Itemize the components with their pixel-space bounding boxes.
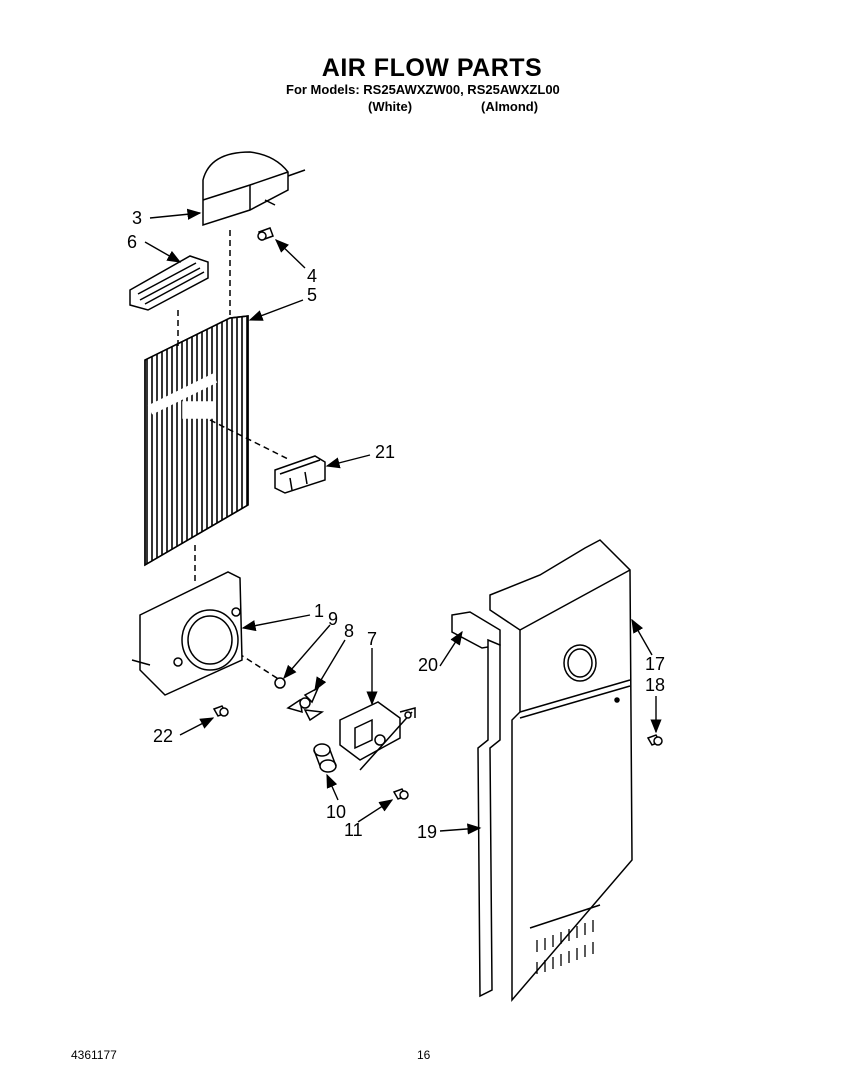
callout-10: 10 <box>326 802 346 822</box>
callout-6: 6 <box>127 232 137 252</box>
part-6-grille <box>129 255 209 311</box>
callout-7: 7 <box>367 629 377 649</box>
part-1-fan-shroud <box>131 571 243 696</box>
document-number: 4361177 <box>71 1048 117 1062</box>
color-almond-label: (Almond) <box>481 99 539 114</box>
callout-1: 1 <box>314 601 324 621</box>
callout-17: 17 <box>645 654 665 674</box>
part-8-fan-blade <box>286 686 325 722</box>
models-line: For Models: RS25AWXZW00, RS25AWXZL00 <box>286 82 560 97</box>
part-19-channel <box>477 638 501 998</box>
vent-slots-upper <box>536 920 594 952</box>
callout-18: 18 <box>645 675 665 695</box>
part-5-evaporator-cover <box>144 315 249 567</box>
part-10-grommet <box>313 743 337 773</box>
part-11-screw <box>392 788 409 800</box>
callout-22: 22 <box>153 726 173 746</box>
part-17-rear-panel <box>489 539 633 1003</box>
callout-9: 9 <box>328 609 338 629</box>
callout-4: 4 <box>307 266 317 286</box>
color-white-label: (White) <box>368 99 413 114</box>
part-4-screw <box>257 227 274 241</box>
part-3-air-duct <box>202 151 306 227</box>
callout-3: 3 <box>132 208 142 228</box>
part-9-nut <box>274 677 286 689</box>
callout-19: 19 <box>417 822 437 842</box>
page-number: 16 <box>417 1048 431 1062</box>
part-22-screw <box>212 705 229 717</box>
part-18-screw <box>646 734 663 746</box>
page-title: AIR FLOW PARTS <box>321 54 543 82</box>
callout-20: 20 <box>418 655 438 675</box>
vent-slots-lower <box>536 942 594 974</box>
leader-arrows <box>144 208 662 835</box>
part-21-bracket <box>274 455 326 494</box>
callout-11: 11 <box>344 820 363 840</box>
callout-8: 8 <box>344 621 354 641</box>
part-7-fan-motor <box>339 701 416 771</box>
callout-5: 5 <box>307 285 317 305</box>
callout-21: 21 <box>375 442 395 462</box>
